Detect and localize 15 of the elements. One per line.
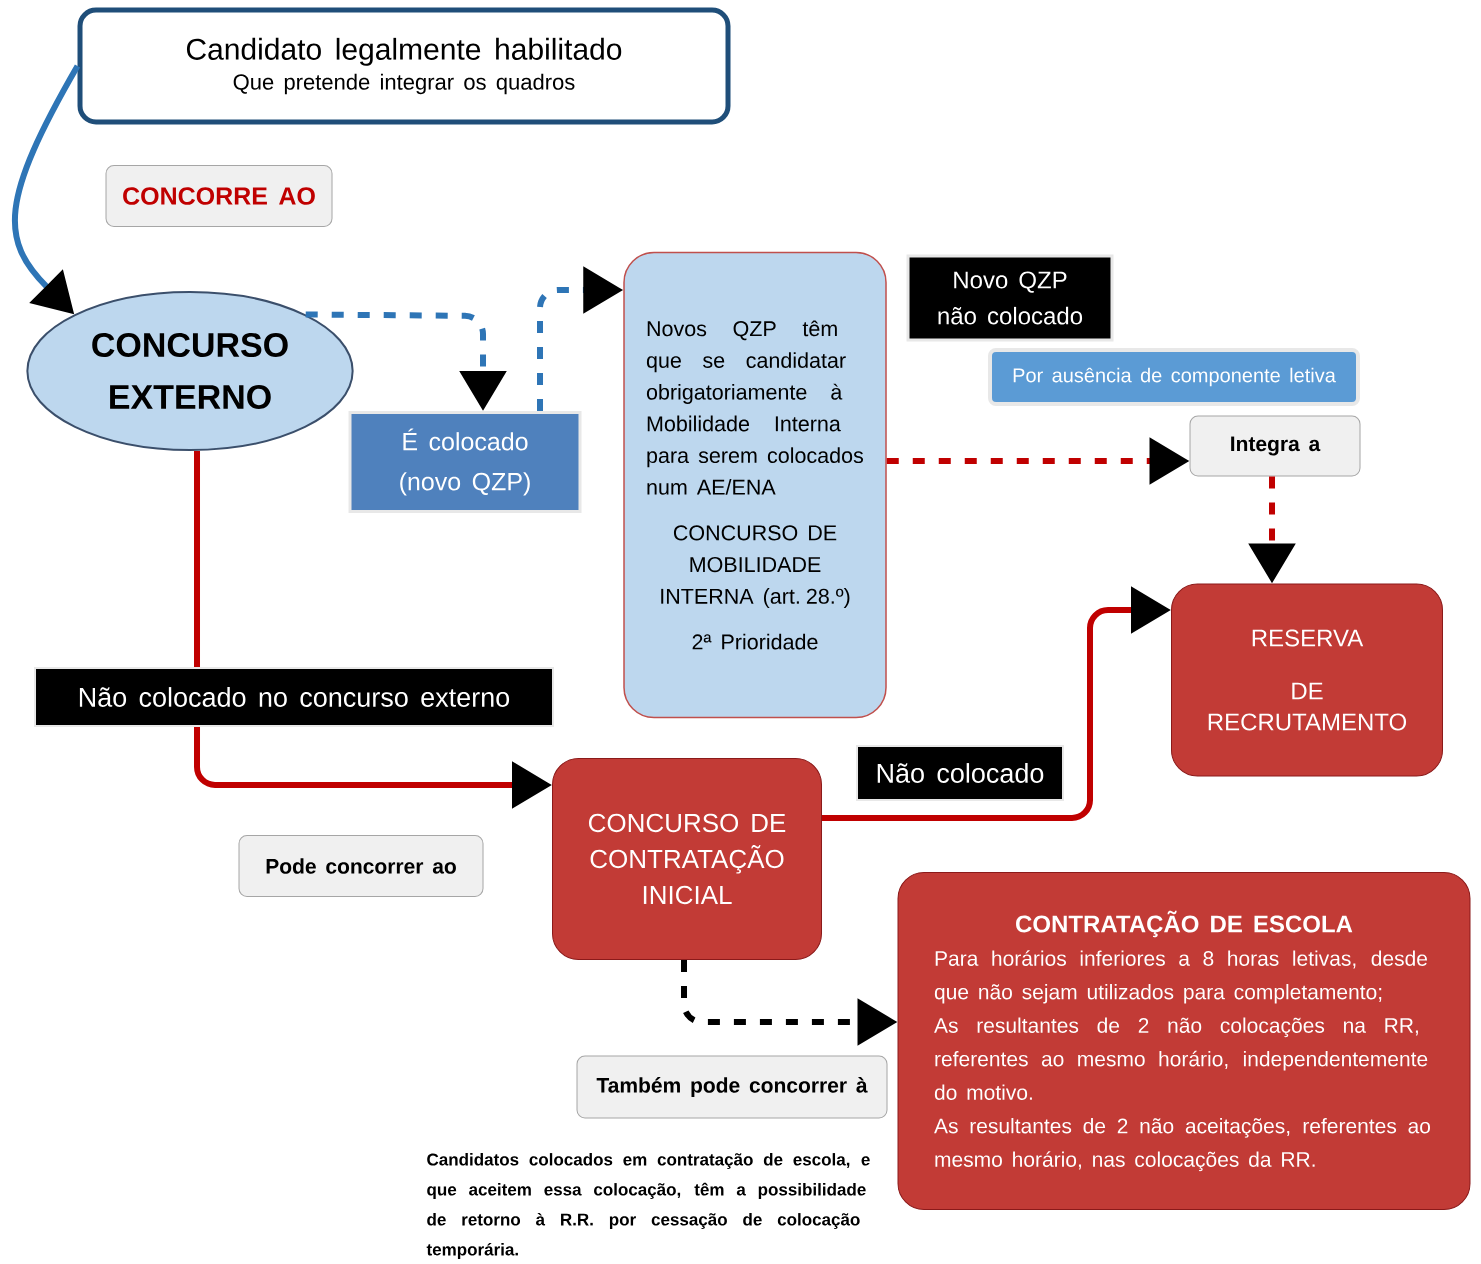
label-box: Pode concorrer ao — [238, 835, 484, 897]
edge-label: Não colocado — [856, 745, 1064, 801]
process-box: RESERVA DE RECRUTAMENTO — [1171, 583, 1443, 777]
status-box: Novo QZP não colocado — [906, 254, 1114, 342]
note-box: Por ausência de componente letiva — [988, 348, 1360, 406]
label-box: CONCORRE AO — [105, 165, 333, 227]
note-text: Candidatos colocados em contratação de escola, e que aceitem essa colocação, têm a possibilidade de retorno à R.R. por cessação de colocação temporária. — [426, 1153, 870, 1259]
process-box: CONCURSO DE CONTRATAÇÃO INICIAL — [552, 758, 822, 960]
process-box: CONTRATAÇÃO DE ESCOLA Para horários inferiores a 8 horas letivas, desde que não sejam utilizados para completamento; As resultantes de 2 não colocações na RR, referentes ao mesmo horário, independentemente do motivo. As resultantes de 2 não aceitações, referentes ao mesmo horário, nas colocações da RR. — [897, 872, 1471, 1210]
label-box: Integra a — [1189, 415, 1361, 477]
process-box: É colocado (novo QZP) — [348, 411, 582, 513]
label-box: Também pode concorrer à — [576, 1055, 888, 1119]
process-box: Novos QZP têm que se candidatar obrigatoriamente à Mobilidade Interna para serem colocados num AE/ENA CONCURSO DE MOBILIDADE INTERNA (art. 28.º) 2ª Prioridade — [623, 251, 887, 719]
edge-label: Não colocado no concurso externo — [34, 667, 554, 727]
heading-box: Candidato legalmente habilitado Que pretende integrar os quadros — [77, 7, 731, 125]
